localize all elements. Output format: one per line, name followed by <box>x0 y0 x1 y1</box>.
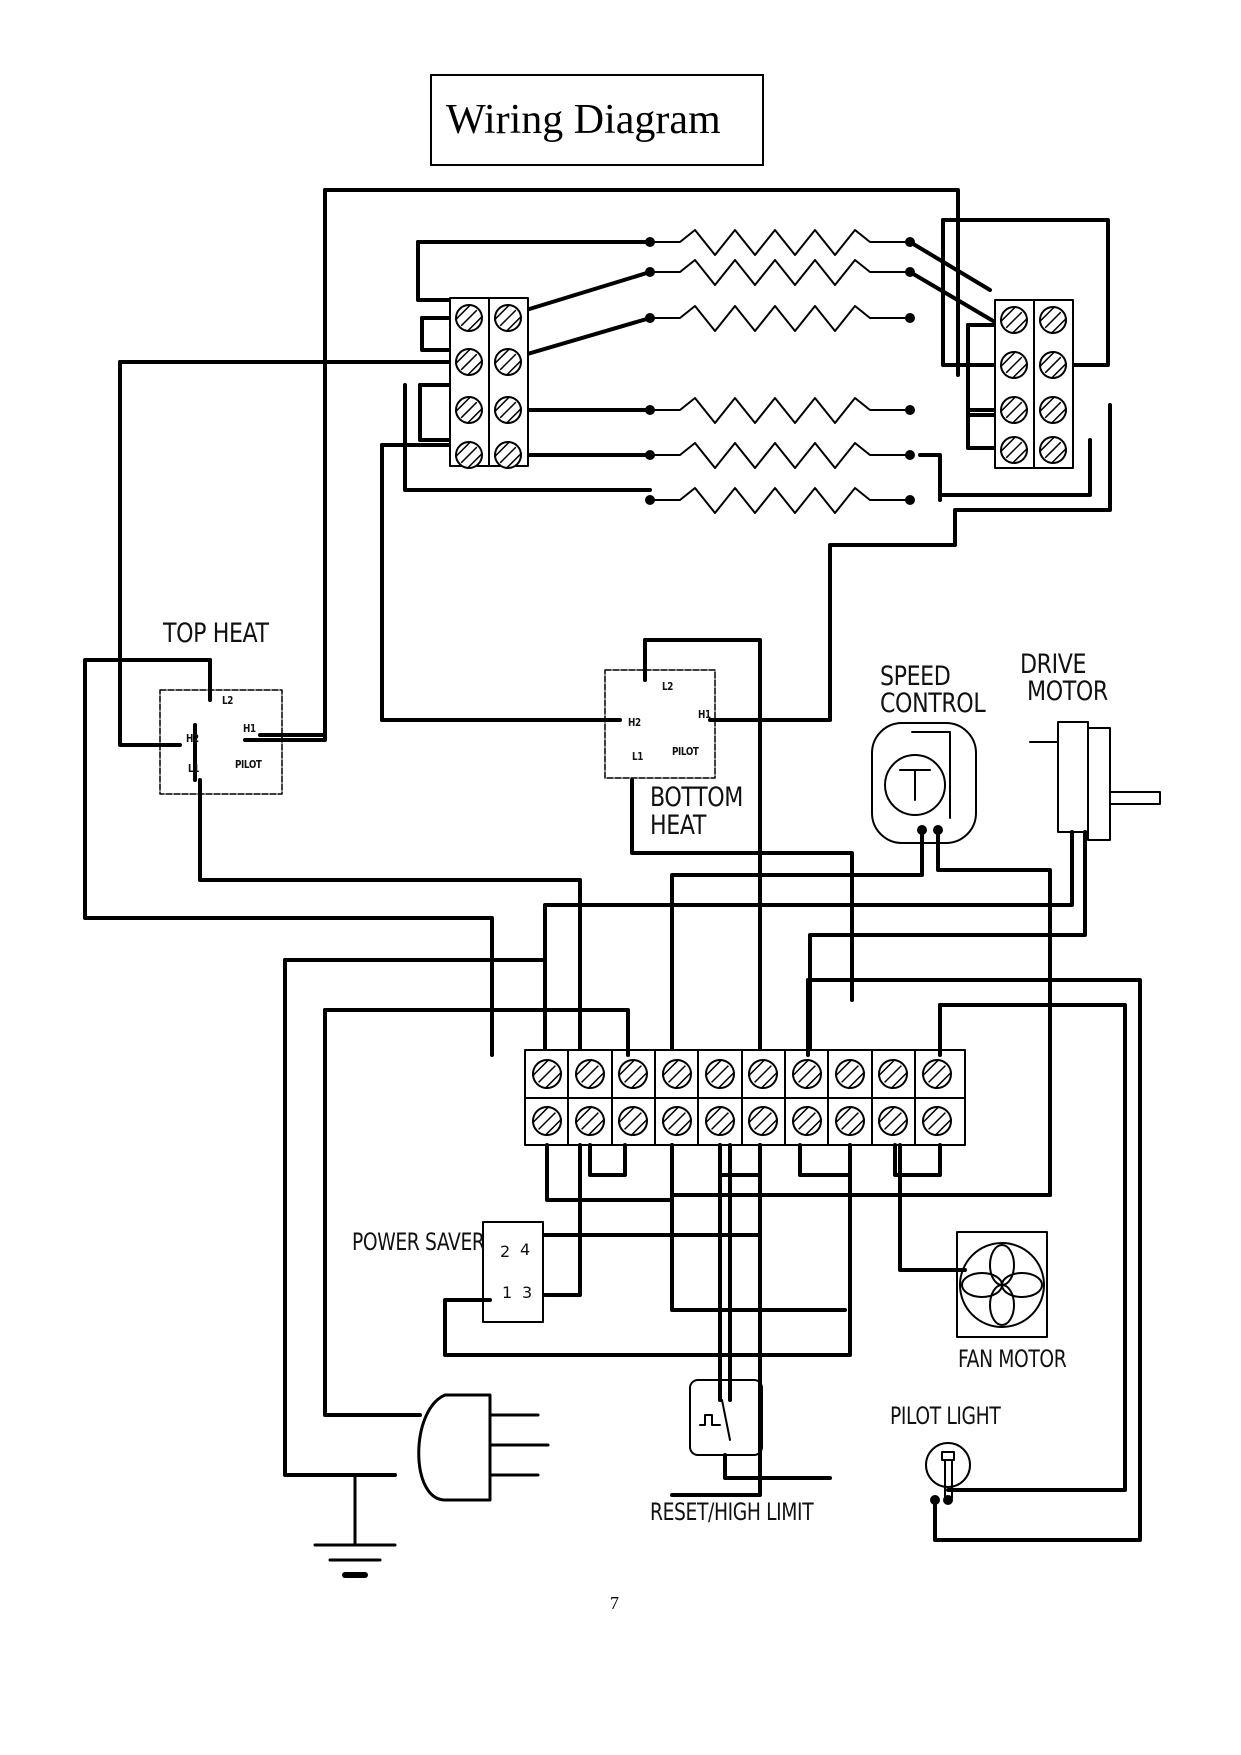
page-number: 7 <box>610 1593 619 1613</box>
diagram-title: Wiring Diagram <box>430 74 764 166</box>
connection-dot <box>645 313 655 323</box>
connection-dot <box>645 405 655 415</box>
top-heat-switch <box>159 689 283 795</box>
speed-control-label-line1: SPEED <box>880 661 951 692</box>
top-heat-label: TOP HEAT <box>163 618 269 649</box>
connection-dot <box>905 313 915 323</box>
terminal-screw <box>493 347 523 377</box>
connection-dot <box>905 495 915 505</box>
pilot-light-label: PILOT LIGHT <box>890 1402 1001 1430</box>
top-heat-h1-label: H1 <box>243 722 256 735</box>
top-heat-pilot-label: PILOT <box>235 758 262 771</box>
terminal-screw <box>493 303 523 333</box>
bottom-heat-pilot-label: PILOT <box>672 745 699 758</box>
power-saver-label: POWER SAVER <box>352 1228 485 1256</box>
drive-motor-label-line1: DRIVE <box>1020 649 1087 680</box>
terminal-screw <box>1038 435 1068 465</box>
connection-dot <box>917 825 927 835</box>
fan-motor-label: FAN MOTOR <box>958 1345 1067 1373</box>
terminal-screw <box>877 1058 909 1090</box>
terminal-screw <box>617 1058 649 1090</box>
power-plug <box>417 1393 550 1502</box>
terminal-screw <box>493 395 523 425</box>
terminal-screw <box>834 1105 866 1137</box>
terminal-strip-wires <box>283 958 1142 1542</box>
top-heat-l2-label: L2 <box>222 694 233 707</box>
pilot-light <box>925 1442 971 1499</box>
terminal-screw <box>454 303 484 333</box>
terminal-screw <box>791 1105 823 1137</box>
terminal-screw <box>999 395 1029 425</box>
heater-wires <box>118 188 1112 747</box>
connection-dot <box>905 405 915 415</box>
power-saver-terminal-3: 3 <box>522 1283 532 1302</box>
connection-dot <box>645 267 655 277</box>
terminal-screw <box>1038 305 1068 335</box>
reset-high-limit-switch <box>689 1379 763 1456</box>
power-saver-box <box>482 1221 544 1323</box>
terminal-screw <box>834 1058 866 1090</box>
reset-high-limit-label: RESET/HIGH LIMIT <box>650 1498 814 1526</box>
terminal-screw <box>661 1105 693 1137</box>
wiring-lines <box>83 188 1161 1578</box>
terminal-screw <box>921 1105 953 1137</box>
power-saver-terminal-1: 1 <box>502 1283 512 1302</box>
terminal-screw <box>747 1058 779 1090</box>
terminal-screw <box>747 1105 779 1137</box>
ground-symbol <box>313 1473 397 1578</box>
bottom-heat-wires <box>380 638 854 1057</box>
terminal-screw <box>999 305 1029 335</box>
terminal-screw <box>454 440 484 470</box>
top-heat-h2-label: H2 <box>186 732 199 745</box>
terminal-screw <box>454 347 484 377</box>
connection-dots <box>645 237 953 1505</box>
terminal-screw <box>454 395 484 425</box>
speed-control <box>871 722 977 844</box>
power-saver-terminal-2: 2 <box>500 1242 510 1261</box>
terminal-screw <box>531 1058 563 1090</box>
drive-motor-label-line2: MOTOR <box>1027 676 1108 707</box>
terminal-screw <box>531 1105 563 1137</box>
top-heat-wires <box>83 658 582 1082</box>
terminal-screw <box>661 1058 693 1090</box>
terminal-screw <box>999 435 1029 465</box>
terminal-screw <box>574 1058 606 1090</box>
bottom-heat-h2-label: H2 <box>628 716 641 729</box>
terminal-screw <box>574 1105 606 1137</box>
bottom-heat-switch <box>604 669 716 779</box>
connection-dot <box>930 1495 940 1505</box>
bottom-heat-label-line1: BOTTOM <box>650 782 743 813</box>
bottom-heat-h1-label: H1 <box>698 708 711 721</box>
top-heat-l1-label: L1 <box>188 762 199 775</box>
terminal-screw <box>704 1058 736 1090</box>
terminal-screw <box>999 350 1029 380</box>
bottom-heat-label-line2: HEAT <box>650 810 706 841</box>
terminal-screw <box>704 1105 736 1137</box>
fan-motor <box>956 1231 1048 1338</box>
connection-dot <box>645 495 655 505</box>
terminal-screws <box>454 303 1068 1137</box>
connection-dot <box>645 237 655 247</box>
bottom-heat-l1-label: L1 <box>632 750 643 763</box>
terminal-screw <box>1038 395 1068 425</box>
terminal-screw <box>617 1105 649 1137</box>
terminal-screw <box>1038 350 1068 380</box>
connection-dot <box>645 450 655 460</box>
connection-dot <box>905 237 915 247</box>
terminal-screw <box>493 440 523 470</box>
power-saver-terminal-4: 4 <box>520 1240 530 1259</box>
terminal-screw <box>921 1058 953 1090</box>
heater-elements <box>649 229 911 514</box>
connection-dot <box>943 1495 953 1505</box>
terminal-screw <box>877 1105 909 1137</box>
speed-control-label-line2: CONTROL <box>880 688 986 719</box>
bottom-heat-l2-label: L2 <box>662 680 673 693</box>
connection-dot <box>933 825 943 835</box>
connection-dot <box>905 267 915 277</box>
connection-dot <box>905 450 915 460</box>
drive-motor <box>1029 721 1161 841</box>
terminal-screw <box>791 1058 823 1090</box>
